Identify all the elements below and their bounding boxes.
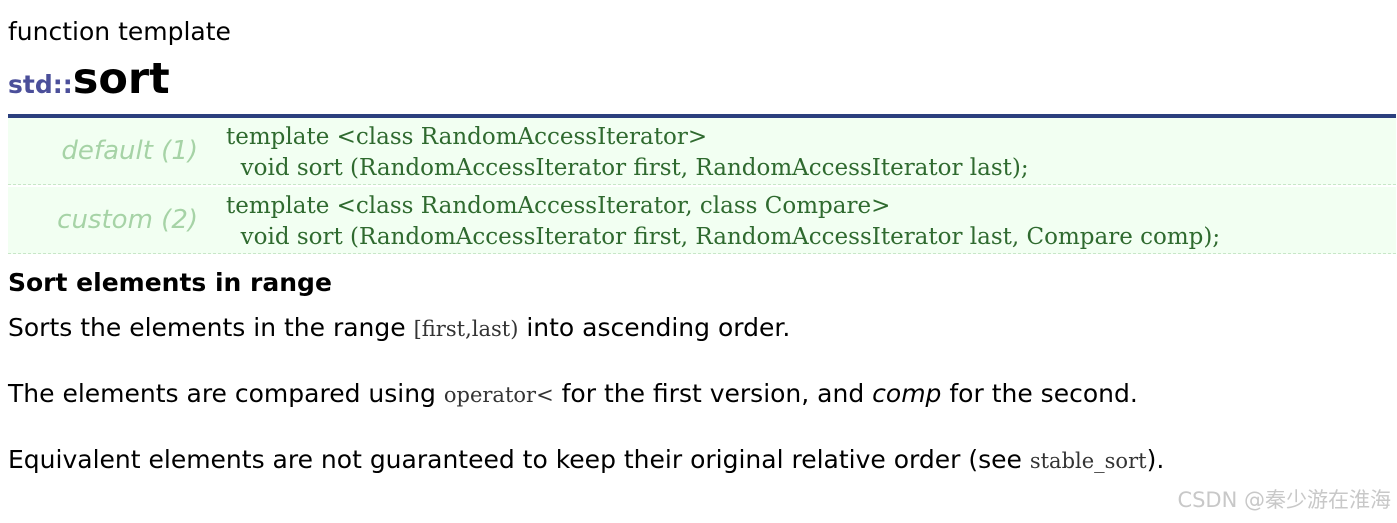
title-divider xyxy=(8,114,1396,118)
prototype-row-custom: custom (2) template <class RandomAccessI… xyxy=(8,187,1396,254)
page-title: std::sort xyxy=(8,54,170,113)
paragraph-text: Equivalent elements are not guaranteed t… xyxy=(8,445,1030,474)
paragraph-text: for the first version, and xyxy=(553,379,873,408)
prototype-row-default: default (1) template <class RandomAccess… xyxy=(8,118,1396,185)
prototype-code-line: template <class RandomAccessIterator> xyxy=(226,124,708,150)
parameter-name: comp xyxy=(872,379,942,408)
paragraph-text: for the second. xyxy=(941,379,1138,408)
description-paragraph: Sorts the elements in the range [first,l… xyxy=(8,311,790,346)
prototype-code-line: template <class RandomAccessIterator, cl… xyxy=(226,193,891,219)
inline-code: [first,last) xyxy=(413,317,519,341)
paragraph-text: Sorts the elements in the range xyxy=(8,313,414,342)
prototype-code: template <class RandomAccessIterator> vo… xyxy=(226,122,1029,184)
section-title: Sort elements in range xyxy=(8,268,332,297)
prototype-code-line: void sort (RandomAccessIterator first, R… xyxy=(226,155,1029,181)
paragraph-text: into ascending order. xyxy=(518,313,791,342)
paragraph-text: ). xyxy=(1146,445,1165,474)
inline-code: operator< xyxy=(443,383,554,407)
prototype-table: default (1) template <class RandomAccess… xyxy=(8,118,1396,256)
description-paragraph: The elements are compared using operator… xyxy=(8,377,1138,412)
stable-sort-link[interactable]: stable_sort xyxy=(1029,449,1147,473)
description-paragraph: Equivalent elements are not guaranteed t… xyxy=(8,443,1164,478)
prototype-code-line: void sort (RandomAccessIterator first, R… xyxy=(226,224,1221,250)
watermark: CSDN @秦少游在淮海 xyxy=(1177,488,1391,512)
title-namespace: std:: xyxy=(8,70,73,99)
prototype-label: custom (2) xyxy=(57,205,198,235)
title-name: sort xyxy=(72,54,170,104)
paragraph-text: The elements are compared using xyxy=(8,379,444,408)
prototype-label: default (1) xyxy=(61,136,198,166)
prototype-code: template <class RandomAccessIterator, cl… xyxy=(226,191,1220,253)
entity-kind: function template xyxy=(8,17,231,46)
